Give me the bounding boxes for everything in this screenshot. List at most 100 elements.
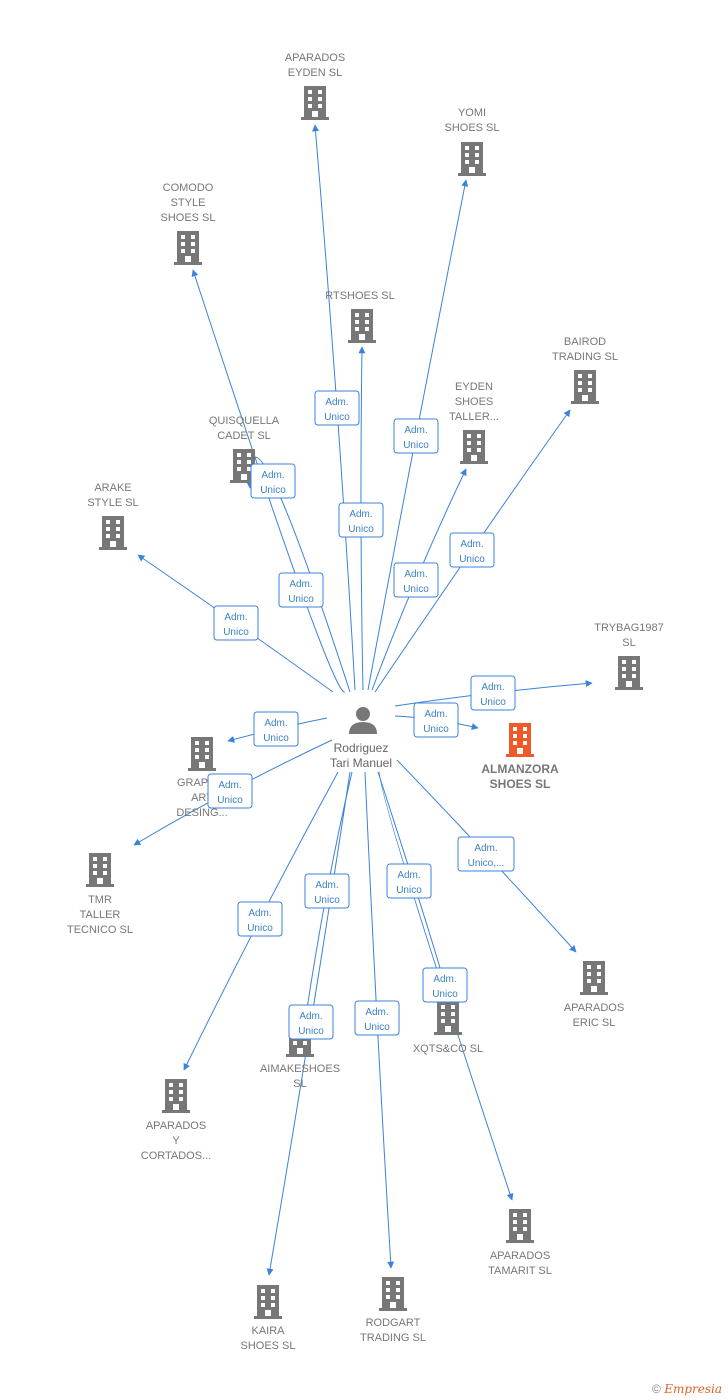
company-label-line: APARADOS: [490, 1250, 550, 1262]
badge-text: Unico: [480, 697, 506, 708]
company-node-aparados-cortados[interactable]: APARADOSYCORTADOS...: [141, 1079, 212, 1162]
role-badge-almanzora[interactable]: Adm.Unico: [413, 702, 459, 738]
badge-box: [207, 773, 253, 809]
role-badge-trybag[interactable]: Adm.Unico: [470, 675, 516, 711]
badge-box: [213, 605, 259, 641]
company-node-xqts[interactable]: XQTS&CO SL: [413, 1001, 483, 1055]
company-label-line: TALLER...: [449, 411, 499, 423]
company-label-line: SHOES SL: [444, 122, 499, 134]
company-label-line: STYLE: [171, 197, 206, 209]
role-badge-xqts[interactable]: Adm.Unico: [422, 967, 468, 1003]
badge-text: Unico: [314, 895, 340, 906]
building-icon: [348, 309, 376, 343]
role-badge-tmr[interactable]: Adm.Unico: [207, 773, 253, 809]
role-badge-rtshoes[interactable]: Adm. Unico: [338, 502, 384, 538]
badge-text: Unico: [263, 733, 289, 744]
badge-text: Adm.: [325, 397, 348, 408]
badge-text: Adm.: [299, 1011, 322, 1022]
badge-box: [413, 702, 459, 738]
role-badge-aparados-eric[interactable]: Adm. Unico,...: [457, 836, 515, 872]
badge-text: Unico: [396, 885, 422, 896]
badge-box: [457, 836, 515, 872]
badge-text: Unico: [348, 524, 374, 535]
building-icon: [434, 1001, 462, 1035]
role-badge-comodo[interactable]: Adm. Unico: [278, 572, 324, 608]
company-label-line: YOMI: [458, 107, 486, 119]
badge-text: Adm.: [289, 579, 312, 590]
badge-text: Adm.: [349, 509, 372, 520]
role-badge-arake[interactable]: Adm.Unico: [213, 605, 259, 641]
building-icon: [615, 656, 643, 690]
badge-box: [237, 901, 283, 937]
building-icon: [162, 1079, 190, 1113]
company-label-line: EYDEN: [455, 381, 493, 393]
badge-text: Unico: [364, 1022, 390, 1033]
company-label-line: APARADOS: [564, 1002, 624, 1014]
role-badge-aparados-eyden[interactable]: Adm.Unico: [314, 390, 360, 426]
company-label-line: TECNICO SL: [67, 924, 133, 936]
badge-text: Unico: [288, 594, 314, 605]
company-node-eyden-taller[interactable]: EYDEN SHOES TALLER...: [449, 381, 499, 464]
company-node-rtshoes[interactable]: RTSHOES SL: [325, 290, 395, 343]
company-node-yomi[interactable]: YOMI SHOES SL: [444, 107, 500, 176]
company-label-line: SHOES SL: [490, 777, 551, 791]
company-label-line: QUISQUELLA: [209, 415, 280, 427]
role-badge-yomi[interactable]: Adm.Unico: [393, 418, 439, 454]
company-label-line: BAIROD: [564, 336, 606, 348]
badge-box: [393, 562, 439, 598]
badge-text: Unico: [423, 724, 449, 735]
person-name-line1: Rodriguez: [334, 741, 389, 755]
role-badge-kaira[interactable]: Adm.Unico: [288, 1004, 334, 1040]
company-label-line: SHOES SL: [240, 1340, 295, 1352]
role-badge-rodgart[interactable]: Adm. Unico: [354, 1000, 400, 1036]
company-label-line: AIMAKESHOES: [260, 1063, 340, 1075]
person-icon: [349, 707, 377, 734]
company-label-line: RTSHOES SL: [325, 290, 395, 302]
badge-text: Unico: [403, 584, 429, 595]
badge-text: Adm.: [365, 1007, 388, 1018]
company-label-line: CADET SL: [217, 430, 271, 442]
building-icon: [506, 1209, 534, 1243]
badge-text: Unico: [403, 440, 429, 451]
person-name-line2: Tari Manuel: [330, 756, 392, 770]
badge-text: Adm.: [404, 569, 427, 580]
company-node-quisquella[interactable]: QUISQUELLA CADET SL: [209, 415, 280, 483]
badge-text: Adm.: [397, 870, 420, 881]
company-label-line: CORTADOS...: [141, 1150, 212, 1162]
copyright-symbol: ©: [652, 1382, 661, 1396]
badge-text: Adm.: [474, 843, 497, 854]
role-badge-aimakeshoes[interactable]: Adm.Unico: [304, 873, 350, 909]
role-badge-quisquella[interactable]: Adm. Unico: [250, 463, 296, 499]
building-icon: [506, 723, 534, 757]
badge-text: Unico: [260, 485, 286, 496]
role-badge-bairod[interactable]: Adm.Unico: [449, 532, 495, 568]
company-label-line: SHOES: [455, 396, 494, 408]
role-badge-aparados-tamarit[interactable]: Adm. Unico: [386, 863, 432, 899]
brand-logo[interactable]: Empresia: [664, 1382, 722, 1396]
badge-text: Adm.: [261, 470, 284, 481]
badge-box: [393, 418, 439, 454]
badge-box: [253, 711, 299, 747]
building-icon: [99, 516, 127, 550]
badge-text: Unico: [247, 923, 273, 934]
building-icon: [86, 853, 114, 887]
role-badge-eyden-taller[interactable]: Adm. Unico: [393, 562, 439, 598]
company-label-line: SL: [622, 637, 635, 649]
badge-text: Unico,...: [468, 858, 505, 869]
badge-text: Unico: [432, 989, 458, 1000]
role-badge-graphic[interactable]: Adm.Unico: [253, 711, 299, 747]
role-badge-aparados-cortados[interactable]: Adm.Unico: [237, 901, 283, 937]
